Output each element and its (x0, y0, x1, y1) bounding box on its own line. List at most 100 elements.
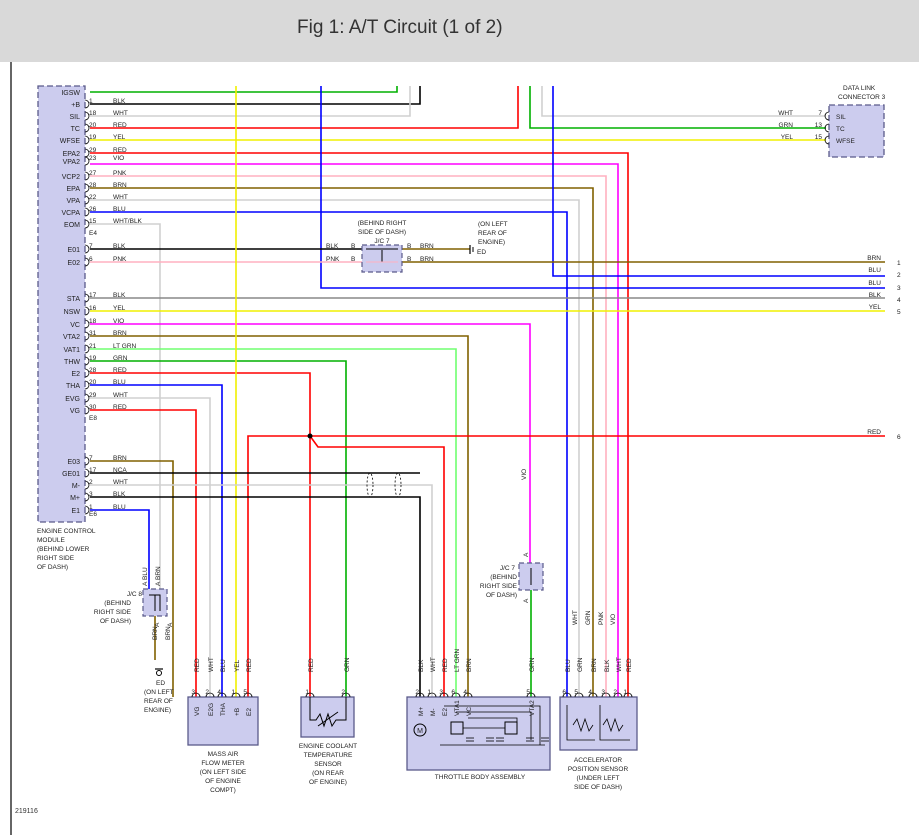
pin-connector (601, 692, 611, 698)
aps-resistor (602, 717, 624, 733)
ecm-pin-name: VC (70, 322, 80, 329)
ecm-wire-color: RED (113, 122, 127, 129)
figure-header: Fig 1: A/T Circuit (1 of 2) (0, 0, 919, 62)
ecm-wire-color: LT GRN (113, 343, 137, 350)
ecm-wire-color: WHT (113, 110, 128, 117)
ecm-pin-number: 6 (89, 256, 93, 263)
ecm-pin-number: 7 (89, 455, 93, 462)
ecm-wire-color: VIO (113, 155, 124, 162)
ecm-pin-name: WFSE (60, 138, 81, 145)
wire-thw (90, 360, 347, 697)
wire-vta2 (90, 335, 469, 697)
maf-label: MASS AIR (208, 751, 239, 758)
aps-wire-color: WHT (616, 657, 623, 672)
pin-connector (84, 405, 90, 415)
ecm-wire-color: BLK (113, 243, 126, 250)
pin-connector (84, 171, 90, 181)
maf-pin-number: 3 (191, 689, 195, 696)
tba-pin-number: 4 (463, 689, 467, 696)
output-number: 5 (897, 309, 901, 316)
jc7-mid-location: (BEHIND (490, 574, 517, 581)
ecm-wire-color: RED (113, 147, 127, 154)
ecm-pin-number: 31 (89, 330, 97, 337)
aps-label: POSITION SENSOR (568, 766, 629, 773)
ecm-pin-number: 22 (89, 194, 97, 201)
pin-connector (84, 380, 90, 390)
ecm-wire-color: BLU (113, 379, 126, 386)
ecm-wire-color: WHT (113, 392, 128, 399)
ground-bottom-name: ED (156, 680, 165, 687)
wire-evg (90, 397, 211, 697)
wire-out2 (552, 86, 885, 277)
pin-connector (217, 692, 227, 698)
pin-connector (623, 692, 633, 698)
ecm-pin-name: EOM (64, 222, 80, 229)
wire-vcpa (90, 211, 568, 697)
pin-connector (305, 692, 315, 698)
tba-wire-color: WHT (430, 657, 437, 672)
ecm-wire-color: NCA (113, 467, 127, 474)
aps-mid-wire-color: GRN (585, 610, 592, 625)
ground-icon (156, 670, 162, 676)
pin-connector (84, 195, 90, 205)
ecm-pin-number: 28 (89, 367, 97, 374)
pin-connector (341, 692, 351, 698)
ecm-pin-name: EPA2 (63, 151, 80, 158)
jc8-pin: A (154, 622, 161, 627)
ecm-pin-number: 7 (89, 243, 93, 250)
aps-pin-number: 4 (588, 689, 592, 696)
pin-connector (243, 692, 253, 698)
dlc-pin-number: 13 (815, 122, 823, 129)
pin-connector (463, 692, 473, 698)
wire-tc-dlc (529, 86, 826, 129)
ecm-pin-name: VG (70, 408, 80, 415)
dlc-pin-name: SIL (836, 114, 846, 121)
ecm-pin-name: E01 (68, 247, 81, 254)
pin-connector (84, 456, 90, 466)
ecm-wire-color: PNK (113, 170, 127, 177)
dlc-pin-name: WFSE (836, 138, 855, 145)
ecm-pin-number: 19 (89, 355, 97, 362)
maf-label: (ON LEFT SIDE (200, 769, 247, 776)
wire-out3 (320, 86, 885, 289)
pin-connector (415, 692, 425, 698)
maf-pin-number: 4 (217, 689, 221, 696)
ecm-pin-number: 27 (89, 170, 97, 177)
tba-pin-number: 5 (526, 689, 530, 696)
tba-wire-color: RED (442, 658, 449, 672)
output-wire-color: RED (867, 429, 881, 436)
ect-label: OF ENGINE) (309, 779, 347, 786)
pin-connector (84, 257, 90, 267)
ecm-pin-number: 21 (89, 343, 97, 350)
ecm-pin-number: 16 (89, 305, 97, 312)
pin-connector (84, 344, 90, 354)
ecm-wire-color: WHT/BLK (113, 218, 143, 225)
aps-label: (UNDER LEFT (577, 775, 620, 782)
ecm-pin-number: 26 (89, 206, 97, 213)
dlc-box (828, 104, 885, 158)
ecm-wire-color: RED (113, 367, 127, 374)
maf-label: COMPT) (210, 787, 236, 794)
wire-e1 (90, 509, 150, 589)
ecm-wire-color: BLK (113, 491, 126, 498)
ecm-pin-number: 17 (89, 467, 97, 474)
pin-connector (84, 319, 90, 329)
ecm-pin-name: VTA2 (63, 334, 80, 341)
maf-wire-color: BLU (220, 659, 227, 672)
aps-pin-number: 1 (623, 689, 627, 696)
wire-vcp2 (90, 175, 607, 697)
ecm-pin-number: 17 (89, 292, 97, 299)
output-number: 4 (897, 297, 901, 304)
jc8-bottom-wire: BRN (152, 626, 159, 640)
ect-pin-number: 2 (341, 689, 345, 696)
jc8-pin: A (142, 581, 149, 586)
pin-connector (526, 692, 536, 698)
wire-vpa (90, 199, 580, 697)
jc7-right-wire-color: BRN (420, 243, 434, 250)
maf-wire-color: RED (246, 658, 253, 672)
aps-label: ACCELERATOR (574, 757, 622, 764)
ecm-wire-color: VIO (113, 318, 124, 325)
aps-mid-wire-color: PNK (598, 611, 605, 625)
